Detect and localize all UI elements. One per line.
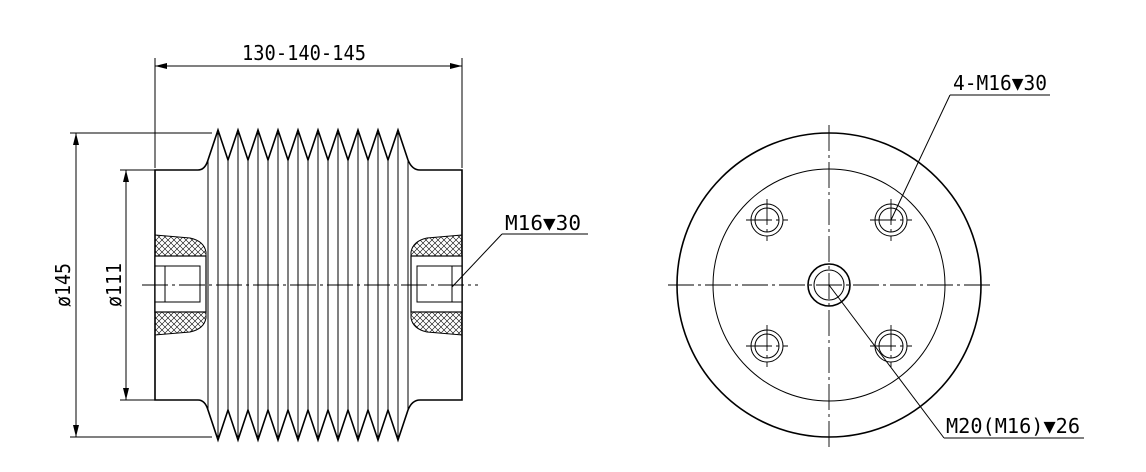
outer-diameter-label: ø145 <box>51 263 75 307</box>
inner-diameter-label: ø111 <box>102 263 126 307</box>
bolt-circle-callout: 4-M16▼30 <box>890 71 1050 221</box>
length-dimension: 130-140-145 <box>154 41 463 168</box>
outer-diameter-dimension: ø145 <box>51 132 212 438</box>
insert-thread-callout: M16▼30 <box>451 211 588 288</box>
insulator-body-outline <box>154 127 463 443</box>
inner-diameter-dimension: ø111 <box>102 169 158 401</box>
center-thread-hole <box>807 263 851 307</box>
bolt-circle-label: 4-M16▼30 <box>953 71 1047 95</box>
left-insert <box>154 234 207 336</box>
right-insert <box>410 234 463 336</box>
end-view: 4-M16▼30 M20(M16)▼26 <box>668 71 1084 448</box>
insert-thread-label: M16▼30 <box>505 211 581 235</box>
length-dim-label: 130-140-145 <box>242 41 366 65</box>
bolt-hole <box>746 199 788 241</box>
center-thread-callout: M20(M16)▼26 <box>828 284 1084 439</box>
center-thread-label: M20(M16)▼26 <box>946 414 1080 438</box>
bolt-hole <box>746 325 788 367</box>
side-view: 130-140-145 ø145 ø111 M16▼30 <box>51 41 588 443</box>
bolt-hole <box>870 325 912 367</box>
